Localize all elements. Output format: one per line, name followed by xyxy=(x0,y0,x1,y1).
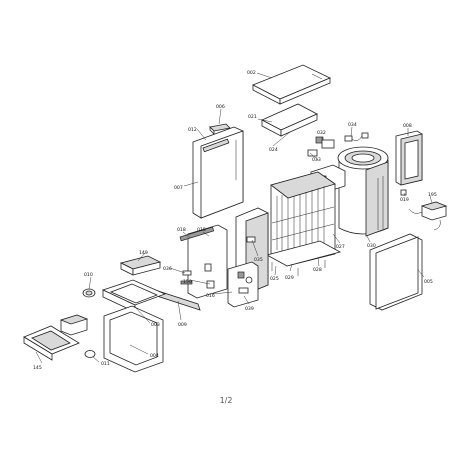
callout-034: 034 xyxy=(348,122,357,128)
callout-010: 010 xyxy=(84,272,93,278)
callout-002: 002 xyxy=(247,70,256,76)
part-control-module xyxy=(400,189,448,231)
callout-024: 024 xyxy=(269,147,278,153)
page-number: 1/2 xyxy=(219,396,233,405)
callout-labels: 002 006 012 021 024 032 034 008 033 007 … xyxy=(33,70,437,371)
callout-195: 195 xyxy=(428,192,437,198)
callout-036: 036 xyxy=(163,266,172,272)
part-cylinder-housing xyxy=(337,146,389,237)
callout-033: 033 xyxy=(312,157,321,163)
callout-012: 012 xyxy=(188,127,197,133)
part-control-board xyxy=(227,261,259,308)
part-right-front-panel xyxy=(369,233,423,311)
callout-035: 035 xyxy=(254,257,263,263)
part-knob xyxy=(82,288,96,298)
callout-016: 016 xyxy=(206,293,215,299)
callout-019: 019 xyxy=(400,197,409,203)
callout-028: 028 xyxy=(313,267,322,273)
callout-149: 149 xyxy=(139,250,148,256)
callout-018: 018 xyxy=(177,227,186,233)
callout-015: 015 xyxy=(197,227,206,233)
callout-025: 025 xyxy=(270,276,279,282)
callout-005: 005 xyxy=(424,279,433,285)
callout-039: 039 xyxy=(245,306,254,312)
part-display-module xyxy=(59,314,89,336)
part-front-panel xyxy=(103,305,164,373)
part-small-knob xyxy=(84,350,96,358)
callout-032: 032 xyxy=(317,130,326,136)
part-rear-right-panel xyxy=(395,130,423,186)
part-top-cover xyxy=(252,64,331,105)
callout-009: 009 xyxy=(178,322,187,328)
callout-011: 011 xyxy=(101,361,110,367)
part-insulation-panel xyxy=(261,103,318,137)
callout-007: 007 xyxy=(174,185,183,191)
callout-021: 021 xyxy=(248,114,257,120)
part-heat-exchanger xyxy=(265,164,346,276)
part-front-door xyxy=(101,279,167,313)
callout-030: 030 xyxy=(367,243,376,249)
part-left-side-panel xyxy=(192,126,244,219)
callout-003: 003 xyxy=(151,322,160,328)
part-bezel xyxy=(23,325,80,361)
callout-004: 004 xyxy=(150,353,159,359)
leader-lines xyxy=(35,72,433,364)
callout-150: 150 xyxy=(183,279,192,285)
callout-006: 006 xyxy=(216,104,225,110)
callout-008: 008 xyxy=(403,123,412,129)
callout-145: 145 xyxy=(33,365,42,371)
part-mounting-plate xyxy=(179,224,228,299)
part-bracket xyxy=(119,255,162,276)
part-small-fittings xyxy=(180,270,215,289)
part-wiring-component xyxy=(307,132,369,157)
callout-029: 029 xyxy=(285,275,294,281)
callout-027: 027 xyxy=(336,244,345,250)
